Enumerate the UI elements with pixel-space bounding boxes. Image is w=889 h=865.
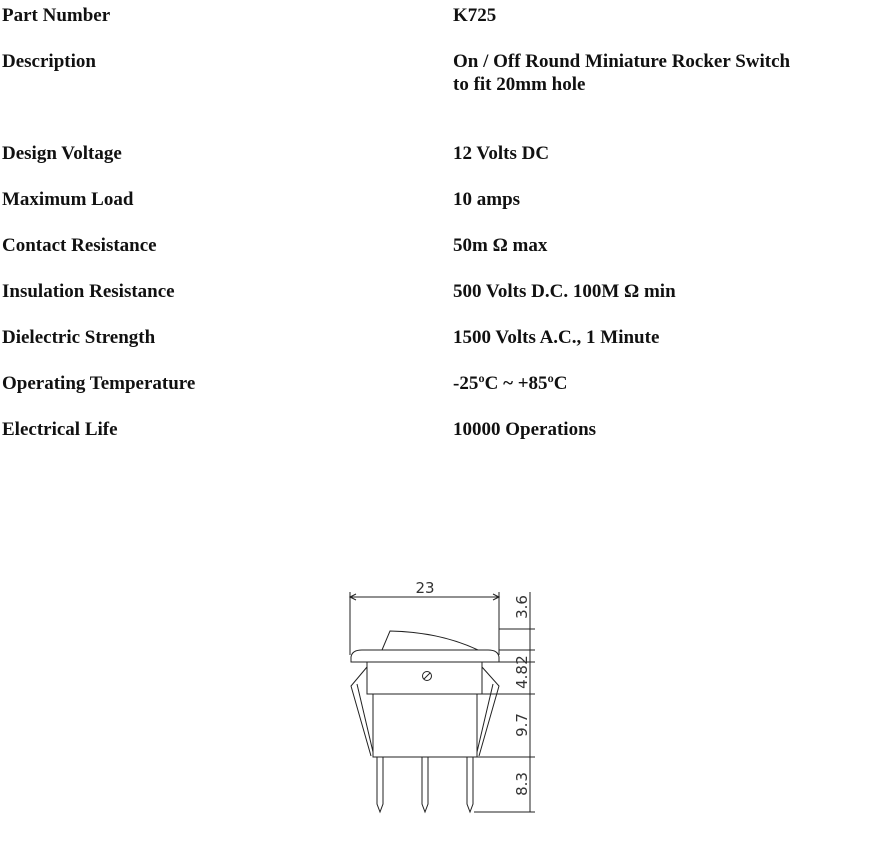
height-dim-label-3: 4.8: [513, 665, 531, 689]
spec-label-design-voltage: Design Voltage: [2, 143, 122, 164]
width-dimension-label: 23: [415, 579, 434, 597]
height-dim-label-1: 3.6: [513, 595, 531, 619]
spec-label-maximum-load: Maximum Load: [2, 189, 134, 210]
spec-value-contact-resistance: 50m Ω max: [453, 235, 548, 256]
spec-value-operating-temperature: -25ºC ~ +85ºC: [453, 373, 568, 394]
left-clip-inner: [356, 683, 374, 753]
spec-label-description: Description: [2, 51, 96, 72]
height-dim-label-4: 9.7: [513, 713, 531, 737]
right-clip-shape: [478, 666, 500, 757]
bezel-flange-shape: [350, 649, 500, 663]
screw-slot-line: [423, 672, 431, 680]
screw-circle-icon: [422, 671, 432, 681]
terminal-middle-shape: [421, 757, 429, 814]
spec-value-description: On / Off Round Miniature Rocker Switch t…: [453, 50, 790, 96]
description-line-1: On / Off Round Miniature Rocker Switch: [453, 51, 791, 72]
spec-label-contact-resistance: Contact Resistance: [2, 235, 157, 256]
switch-dimension-drawing: 23 3.6 2 4.8 9.7 8.3: [348, 579, 535, 814]
left-clip-shape: [350, 666, 372, 757]
spec-label-insulation-resistance: Insulation Resistance: [2, 281, 175, 302]
terminal-right-shape: [466, 757, 474, 814]
right-clip-inner: [476, 683, 494, 753]
terminal-left-shape: [376, 757, 384, 814]
spec-value-design-voltage: 12 Volts DC: [453, 143, 550, 164]
spec-label-part-number: Part Number: [2, 5, 111, 26]
spec-value-part-number: K725: [453, 5, 497, 26]
spec-value-electrical-life: 10000 Operations: [453, 419, 597, 440]
spec-value-maximum-load: 10 amps: [453, 189, 521, 210]
height-dim-label-5: 8.3: [513, 772, 531, 796]
spec-label-dielectric-strength: Dielectric Strength: [2, 327, 156, 348]
spec-value-dielectric-strength: 1500 Volts A.C., 1 Minute: [453, 327, 660, 348]
rocker-actuator-shape: [381, 630, 479, 651]
height-dim-label-2: 2: [513, 655, 531, 665]
spec-label-electrical-life: Electrical Life: [2, 419, 118, 440]
lower-body-shape: [372, 693, 478, 758]
description-line-2: to fit 20mm hole: [453, 74, 586, 95]
spec-label-operating-temperature: Operating Temperature: [2, 373, 196, 394]
spec-value-insulation-resistance: 500 Volts D.C. 100M Ω min: [453, 281, 676, 302]
